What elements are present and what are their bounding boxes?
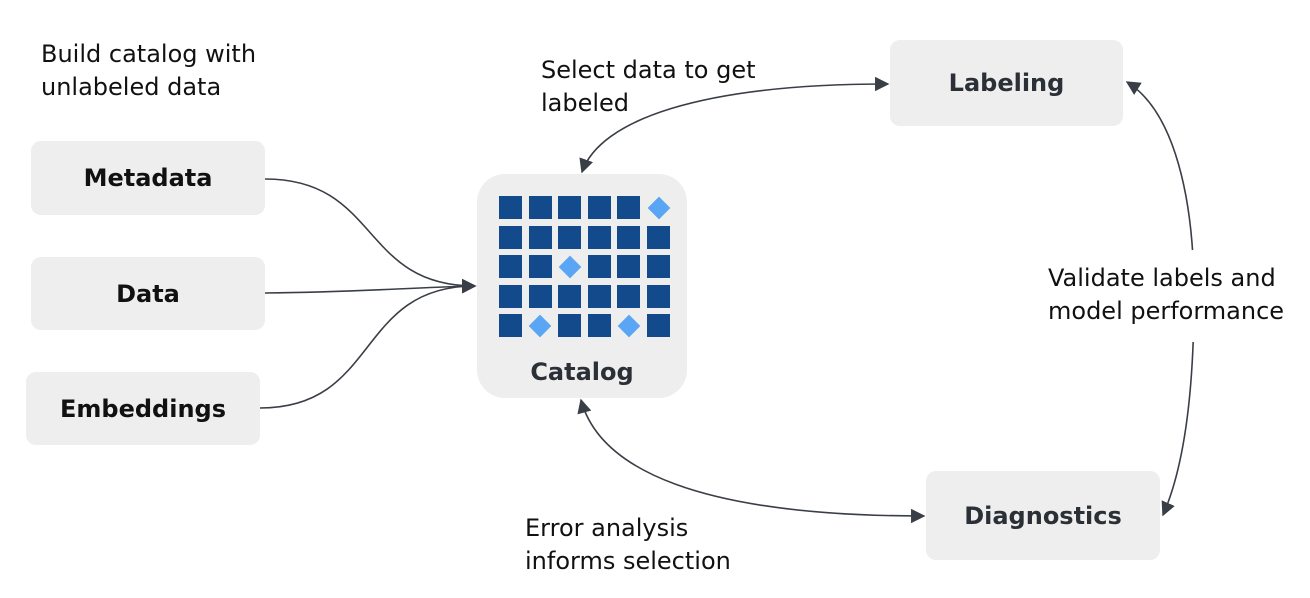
catalog-build-heading: Build catalog with unlabeled data (41, 40, 257, 101)
labeling-box: Labeling (890, 40, 1123, 126)
data-box: Data (31, 257, 265, 330)
labeling-label: Labeling (948, 69, 1065, 97)
metadata-label: Metadata (83, 164, 213, 192)
catalog-diamond-item (528, 314, 552, 338)
catalog-square-item (499, 225, 522, 249)
catalog-square-item (587, 225, 611, 249)
catalog-square-item (499, 255, 522, 279)
validate-labels-label: Validate labels and model performance (1048, 264, 1285, 325)
edge-data-to-catalog (264, 279, 477, 294)
catalog-square-item (617, 255, 641, 279)
catalog-square-item (617, 196, 641, 219)
catalog-square-item (647, 314, 670, 338)
catalog-square-item (528, 196, 552, 219)
catalog-square-item (617, 225, 641, 249)
catalog-diamond-item (617, 314, 641, 338)
edge-metadata-to-catalog (264, 178, 477, 294)
catalog-square-item (499, 314, 522, 338)
catalog-title: Catalog (530, 358, 634, 386)
catalog-square-item (499, 284, 522, 308)
catalog-diamond-item (647, 196, 670, 219)
catalog-square-item (647, 284, 670, 308)
catalog-square-item (558, 225, 582, 249)
catalog-square-item (587, 255, 611, 279)
error-analysis-label: Error analysis informs selection (525, 514, 731, 575)
catalog-square-item (558, 314, 582, 338)
catalog-square-item (647, 255, 670, 279)
catalog-square-item (528, 225, 552, 249)
data-label: Data (116, 279, 180, 308)
diagnostics-label: Diagnostics (964, 501, 1122, 530)
catalog-grid (499, 196, 670, 350)
select-data-label: Select data to get labeled (541, 56, 756, 117)
edge-catalog-diagnostics (577, 398, 926, 524)
edge-embeddings-to-catalog (259, 278, 477, 409)
validate-label-bg (1034, 250, 1310, 342)
catalog-square-item (558, 284, 582, 308)
embeddings-box: Embeddings (26, 372, 260, 445)
catalog-square-item (587, 196, 611, 219)
catalog-square-item (528, 284, 552, 308)
catalog-square-item (617, 284, 641, 308)
catalog-diamond-item (558, 255, 582, 279)
catalog-square-item (647, 225, 670, 249)
catalog-square-item (528, 255, 552, 279)
embeddings-label: Embeddings (60, 394, 226, 423)
edge-catalog-labeling (579, 76, 890, 174)
catalog-square-item (558, 196, 582, 219)
catalog-square-item (587, 314, 611, 338)
metadata-box: Metadata (31, 141, 265, 215)
catalog-square-item (587, 284, 611, 308)
diagnostics-box: Diagnostics (926, 471, 1160, 560)
catalog-square-item (499, 196, 522, 219)
